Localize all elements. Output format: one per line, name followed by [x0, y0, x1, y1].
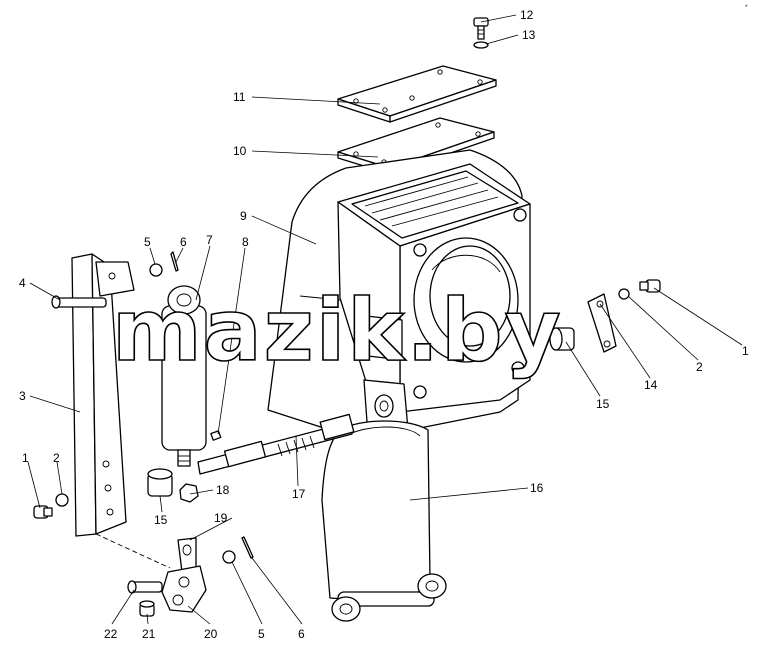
part-1-bolt-left [33, 505, 53, 519]
part-5-washer-upper [149, 263, 163, 277]
watermark: mazik.by [112, 281, 563, 381]
part-13-washer [473, 41, 489, 49]
part-2-washer-right [618, 288, 630, 300]
callout-2-right: 2 [696, 360, 703, 374]
callout-4: 4 [19, 276, 26, 290]
callout-2-left: 2 [53, 451, 60, 465]
part-17-rod [197, 413, 355, 475]
callout-13: 13 [522, 28, 536, 42]
part-6-cotter-upper [170, 251, 179, 272]
part-11-plate [337, 65, 497, 123]
callout-17: 17 [292, 487, 306, 501]
callout-9: 9 [240, 209, 247, 223]
part-18-nut [179, 483, 199, 503]
callout-15-right: 15 [596, 397, 610, 411]
callout-14: 14 [644, 378, 658, 392]
part-7-cylinder [161, 285, 207, 467]
callout-labels: 12 13 11 10 9 5 6 7 8 4 3 1 2 1 2 14 15 … [19, 8, 749, 641]
assembly-dashed-line [95, 533, 171, 569]
callout-6-upper: 6 [180, 235, 187, 249]
callout-12: 12 [520, 8, 534, 22]
part-5-washer-lower [222, 550, 236, 564]
callout-11: 11 [233, 90, 246, 104]
callout-1-right: 1 [742, 344, 749, 358]
part-9-housing [267, 149, 531, 449]
callout-16: 16 [530, 481, 544, 495]
callout-15-lower: 15 [154, 513, 168, 527]
part-1-bolt-right [639, 279, 661, 293]
callout-7: 7 [206, 233, 213, 247]
part-15-bushing-right [549, 327, 575, 351]
part-14-plate [587, 293, 617, 353]
callout-10: 10 [233, 144, 247, 158]
part-20-lever [161, 565, 207, 613]
corner-mark: * [745, 5, 748, 11]
callout-21: 21 [142, 627, 156, 641]
part-15-bushing-lower [147, 468, 173, 497]
part-6-cotter-lower [241, 536, 254, 559]
part-16-guard [321, 420, 447, 622]
callout-8: 8 [242, 235, 249, 249]
callout-1-left: 1 [22, 451, 29, 465]
callout-3: 3 [19, 389, 26, 403]
part-21-bushing [139, 600, 155, 617]
callout-19: 19 [214, 511, 228, 525]
callout-18: 18 [216, 483, 230, 497]
leader-lines [27, 14, 743, 625]
part-2-washer-left [55, 493, 69, 507]
callout-5-upper: 5 [144, 235, 151, 249]
callout-6-lower: 6 [298, 627, 305, 641]
part-4-pin [51, 295, 107, 309]
callout-5-lower: 5 [258, 627, 265, 641]
part-8-key [210, 430, 222, 441]
callout-22: 22 [104, 627, 118, 641]
callout-20: 20 [204, 627, 218, 641]
part-3-bracket [71, 253, 135, 537]
